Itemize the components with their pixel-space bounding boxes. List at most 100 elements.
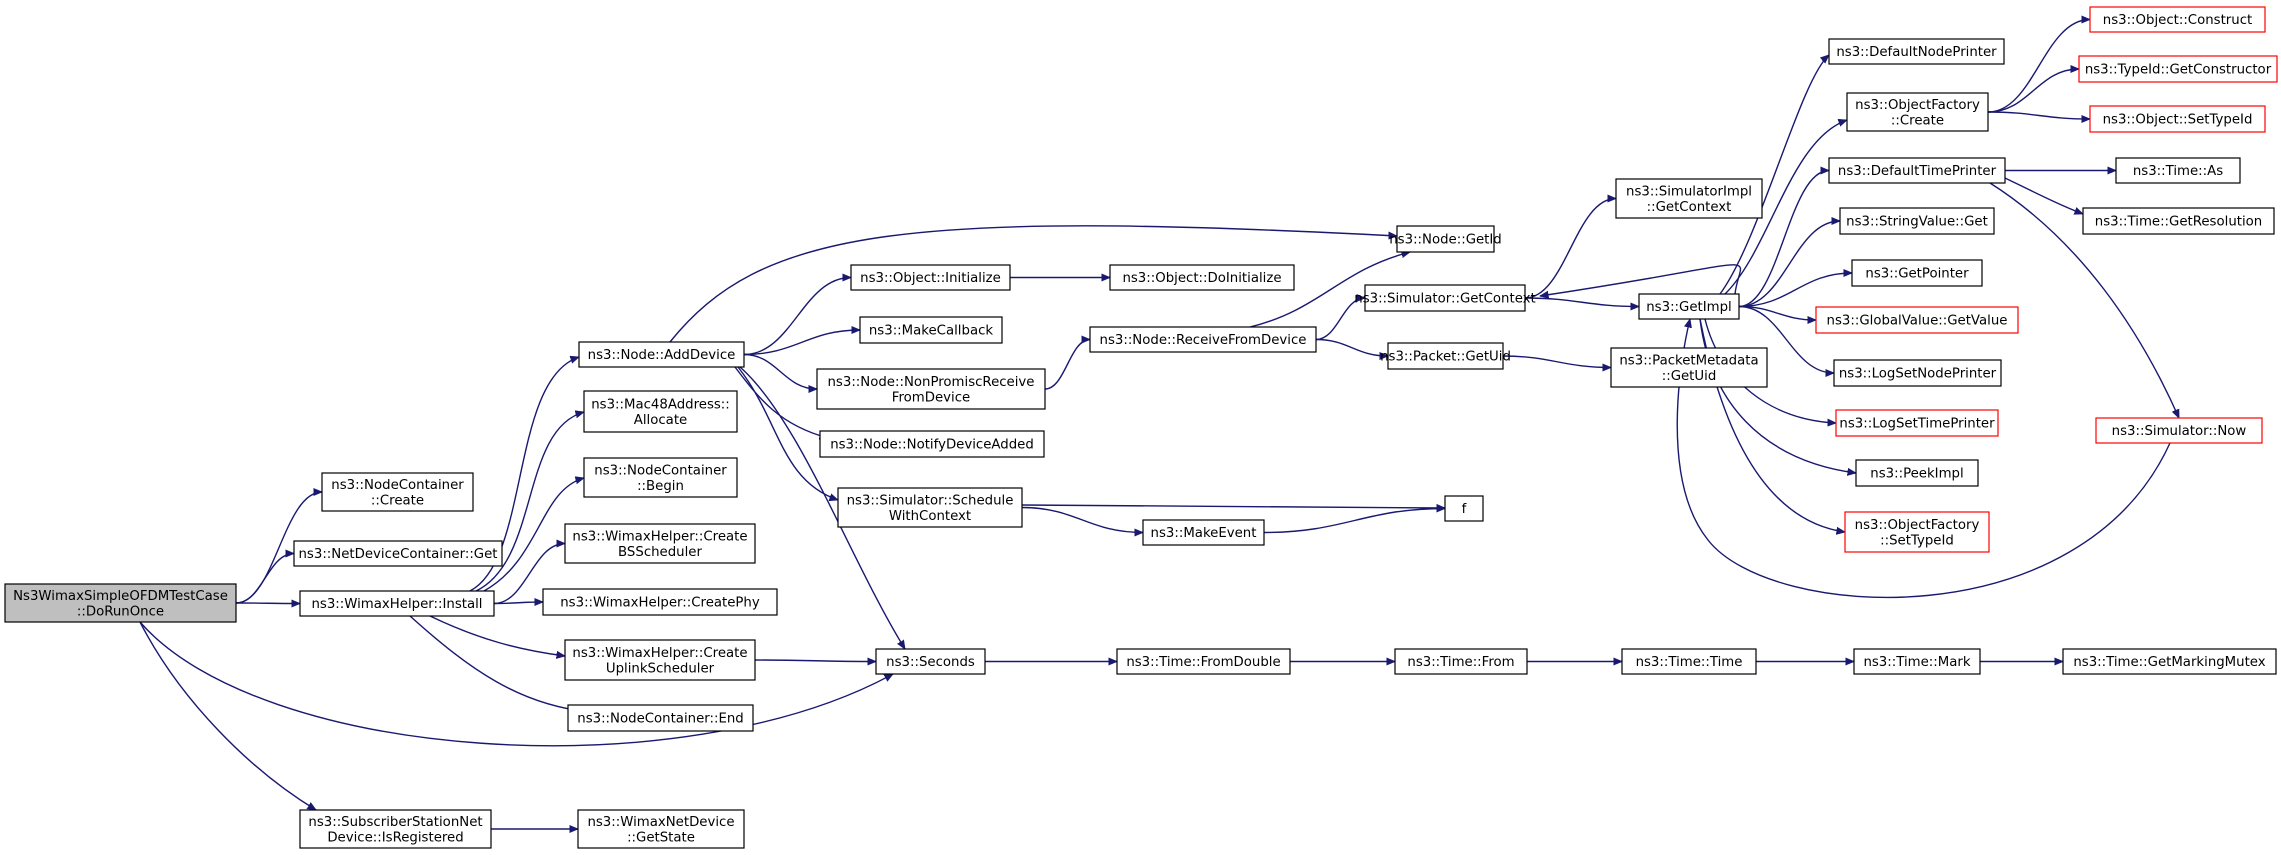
node-ssnd_isreg[interactable]: ns3::SubscriberStationNetDevice::IsRegis… <box>299 809 492 849</box>
node-box-sim_getctx[interactable] <box>1364 284 1526 312</box>
node-box-obj_init[interactable] <box>850 264 1011 291</box>
node-box-obj_settypeid[interactable] <box>2089 105 2266 133</box>
node-box-default_nodeprinter[interactable] <box>1828 38 2005 65</box>
node-box-nc_end[interactable] <box>567 704 754 732</box>
node-globalvalue_getvalue[interactable]: ns3::GlobalValue::GetValue <box>1815 306 2019 334</box>
node-peekimpl[interactable]: ns3::PeekImpl <box>1855 459 1979 487</box>
node-box-f[interactable] <box>1444 495 1484 522</box>
node-obj_settypeid[interactable]: ns3::Object::SetTypeId <box>2089 105 2266 133</box>
node-f[interactable]: f <box>1444 495 1484 522</box>
node-pktmeta_getuid[interactable]: ns3::PacketMetadata::GetUid <box>1610 347 1768 388</box>
node-make_cb[interactable]: ns3::MakeCallback <box>859 316 1003 344</box>
node-stringvalue_get[interactable]: ns3::StringValue::Get <box>1839 207 1995 235</box>
node-box-time_time[interactable] <box>1621 648 1757 675</box>
node-logset_nodeprinter[interactable]: ns3::LogSetNodePrinter <box>1833 359 2002 387</box>
node-box-wh_createbs[interactable] <box>564 523 756 564</box>
node-box-node_getid[interactable] <box>1396 225 1495 253</box>
node-pkt_getuid[interactable]: ns3::Packet::GetUid <box>1380 342 1511 370</box>
node-box-wh_createul[interactable] <box>564 639 756 681</box>
node-time_mark[interactable]: ns3::Time::Mark <box>1853 648 1981 675</box>
node-time_getmarkmutex[interactable]: ns3::Time::GetMarkingMutex <box>2062 648 2277 675</box>
node-time_from[interactable]: ns3::Time::From <box>1394 648 1528 675</box>
node-box-getpointer[interactable] <box>1851 259 1983 287</box>
node-box-getimpl[interactable] <box>1638 293 1740 320</box>
node-box-node_notify[interactable] <box>819 430 1045 458</box>
node-obj_init[interactable]: ns3::Object::Initialize <box>850 264 1011 291</box>
node-box-time_mark[interactable] <box>1853 648 1981 675</box>
node-box-time_getres[interactable] <box>2082 207 2275 235</box>
node-getimpl[interactable]: ns3::GetImpl <box>1638 293 1740 320</box>
node-box-wh_createphy[interactable] <box>542 588 778 616</box>
node-box-time_getmarkmutex[interactable] <box>2062 648 2277 675</box>
node-box-sim_now[interactable] <box>2095 417 2263 444</box>
node-typeid_getctor[interactable]: ns3::TypeId::GetConstructor <box>2078 55 2278 83</box>
node-box-objfactory_create[interactable] <box>1846 92 1989 132</box>
node-box-nc_create[interactable] <box>321 472 474 512</box>
node-getpointer[interactable]: ns3::GetPointer <box>1851 259 1983 287</box>
node-objfactory_create[interactable]: ns3::ObjectFactory::Create <box>1846 92 1989 132</box>
node-box-ssnd_isreg[interactable] <box>299 809 492 849</box>
node-sim_now[interactable]: ns3::Simulator::Now <box>2095 417 2263 444</box>
node-nc_begin[interactable]: ns3::NodeContainer::Begin <box>583 457 738 498</box>
node-box-make_cb[interactable] <box>859 316 1003 344</box>
node-obj_construct[interactable]: ns3::Object::Construct <box>2089 6 2266 33</box>
node-mac48_alloc[interactable]: ns3::Mac48Address::Allocate <box>583 390 738 433</box>
node-objfactory_settypeid[interactable]: ns3::ObjectFactory::SetTypeId <box>1844 511 1990 553</box>
node-box-simimpl_getctx[interactable] <box>1615 178 1763 219</box>
node-simimpl_getctx[interactable]: ns3::SimulatorImpl::GetContext <box>1615 178 1763 219</box>
node-box-nc_begin[interactable] <box>583 457 738 498</box>
node-box-sim_schedctx[interactable] <box>837 487 1023 528</box>
node-nc_end[interactable]: ns3::NodeContainer::End <box>567 704 754 732</box>
node-box-logset_nodeprinter[interactable] <box>1833 359 2002 387</box>
node-box-time_as[interactable] <box>2115 157 2241 184</box>
node-box-time_fromdouble[interactable] <box>1116 648 1291 675</box>
node-box-stringvalue_get[interactable] <box>1839 207 1995 235</box>
node-box-peekimpl[interactable] <box>1855 459 1979 487</box>
node-box-node_adddev[interactable] <box>578 341 745 368</box>
node-box-mac48_alloc[interactable] <box>583 390 738 433</box>
node-time_as[interactable]: ns3::Time::As <box>2115 157 2241 184</box>
node-seconds[interactable]: ns3::Seconds <box>875 648 986 675</box>
node-box-obj_construct[interactable] <box>2089 6 2266 33</box>
node-logset_timeprinter[interactable]: ns3::LogSetTimePrinter <box>1835 409 1999 437</box>
node-box-pktmeta_getuid[interactable] <box>1610 347 1768 388</box>
node-box-default_timeprinter[interactable] <box>1828 157 2006 184</box>
node-box-node_recvfrom[interactable] <box>1089 326 1317 353</box>
node-ndc_get[interactable]: ns3::NetDeviceContainer::Get <box>293 540 503 567</box>
node-box-objfactory_settypeid[interactable] <box>1844 511 1990 553</box>
node-default_timeprinter[interactable]: ns3::DefaultTimePrinter <box>1828 157 2006 184</box>
node-sim_getctx[interactable]: ns3::Simulator::GetContext <box>1354 284 1536 312</box>
node-box-wh_install[interactable] <box>299 590 495 617</box>
node-box-globalvalue_getvalue[interactable] <box>1815 306 2019 334</box>
node-box-wnd_getstate[interactable] <box>577 809 745 849</box>
node-box-logset_timeprinter[interactable] <box>1835 409 1999 437</box>
node-box-ndc_get[interactable] <box>293 540 503 567</box>
node-box-node_nonprom[interactable] <box>816 368 1046 410</box>
node-box-obj_doinit[interactable] <box>1109 264 1295 291</box>
node-box-seconds[interactable] <box>875 648 986 675</box>
node-node_adddev[interactable]: ns3::Node::AddDevice <box>578 341 745 368</box>
node-node_notify[interactable]: ns3::Node::NotifyDeviceAdded <box>819 430 1045 458</box>
node-time_time[interactable]: ns3::Time::Time <box>1621 648 1757 675</box>
node-node_recvfrom[interactable]: ns3::Node::ReceiveFromDevice <box>1089 326 1317 353</box>
node-wh_createphy[interactable]: ns3::WimaxHelper::CreatePhy <box>542 588 778 616</box>
node-wh_install[interactable]: ns3::WimaxHelper::Install <box>299 590 495 617</box>
node-box-pkt_getuid[interactable] <box>1387 342 1504 370</box>
node-time_getres[interactable]: ns3::Time::GetResolution <box>2082 207 2275 235</box>
node-box-typeid_getctor[interactable] <box>2078 55 2278 83</box>
node-box-time_from[interactable] <box>1394 648 1528 675</box>
node-node_getid[interactable]: ns3::Node::GetId <box>1389 225 1502 253</box>
node-default_nodeprinter[interactable]: ns3::DefaultNodePrinter <box>1828 38 2005 65</box>
node-time_fromdouble[interactable]: ns3::Time::FromDouble <box>1116 648 1291 675</box>
node-wnd_getstate[interactable]: ns3::WimaxNetDevice::GetState <box>577 809 745 849</box>
node-make_event[interactable]: ns3::MakeEvent <box>1142 519 1265 546</box>
node-nc_create[interactable]: ns3::NodeContainer::Create <box>321 472 474 512</box>
node-obj_doinit[interactable]: ns3::Object::DoInitialize <box>1109 264 1295 291</box>
node-root[interactable]: Ns3WimaxSimpleOFDMTestCase::DoRunOnce <box>4 583 237 623</box>
node-box-make_event[interactable] <box>1142 519 1265 546</box>
node-box-root[interactable] <box>4 583 237 623</box>
